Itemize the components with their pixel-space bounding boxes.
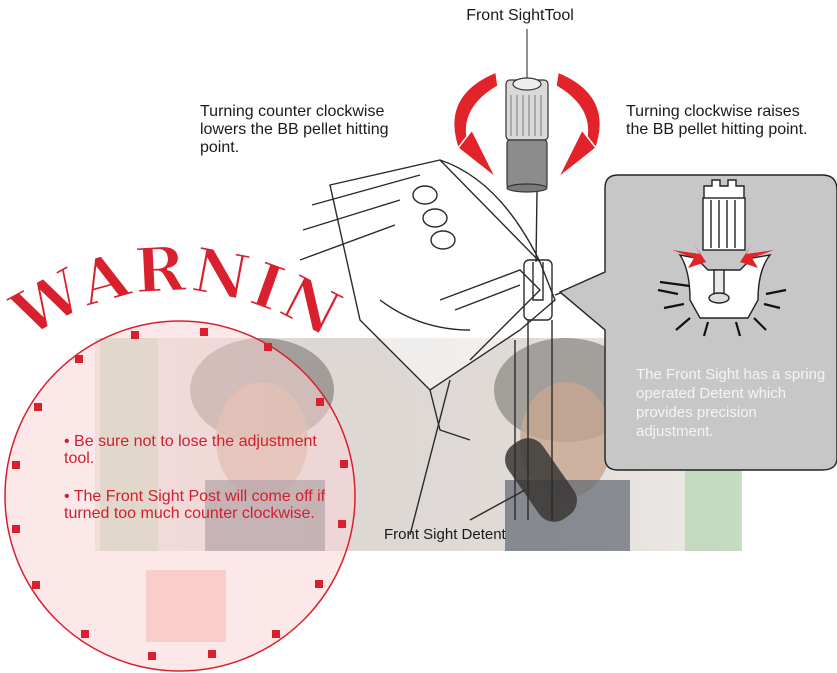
clockwise-label: Turning clockwise raises the BB pellet h…: [626, 103, 816, 139]
warning-item-post: • The Front Sight Post will come off if …: [64, 488, 354, 522]
warning-title-path: WARNING: [0, 0, 355, 352]
detent-callout-text: The Front Sight has a spring operated De…: [636, 365, 826, 441]
warning-item-tool: • Be sure not to lose the adjustment too…: [64, 433, 344, 467]
warning-title: WARNING: [0, 0, 355, 352]
counter-clockwise-label: Turning counter clockwise lowers the BB …: [200, 103, 410, 157]
front-sight-detent-label: Front Sight Detent: [384, 526, 506, 544]
front-sight-tool-label: Front SightTool: [430, 7, 610, 25]
